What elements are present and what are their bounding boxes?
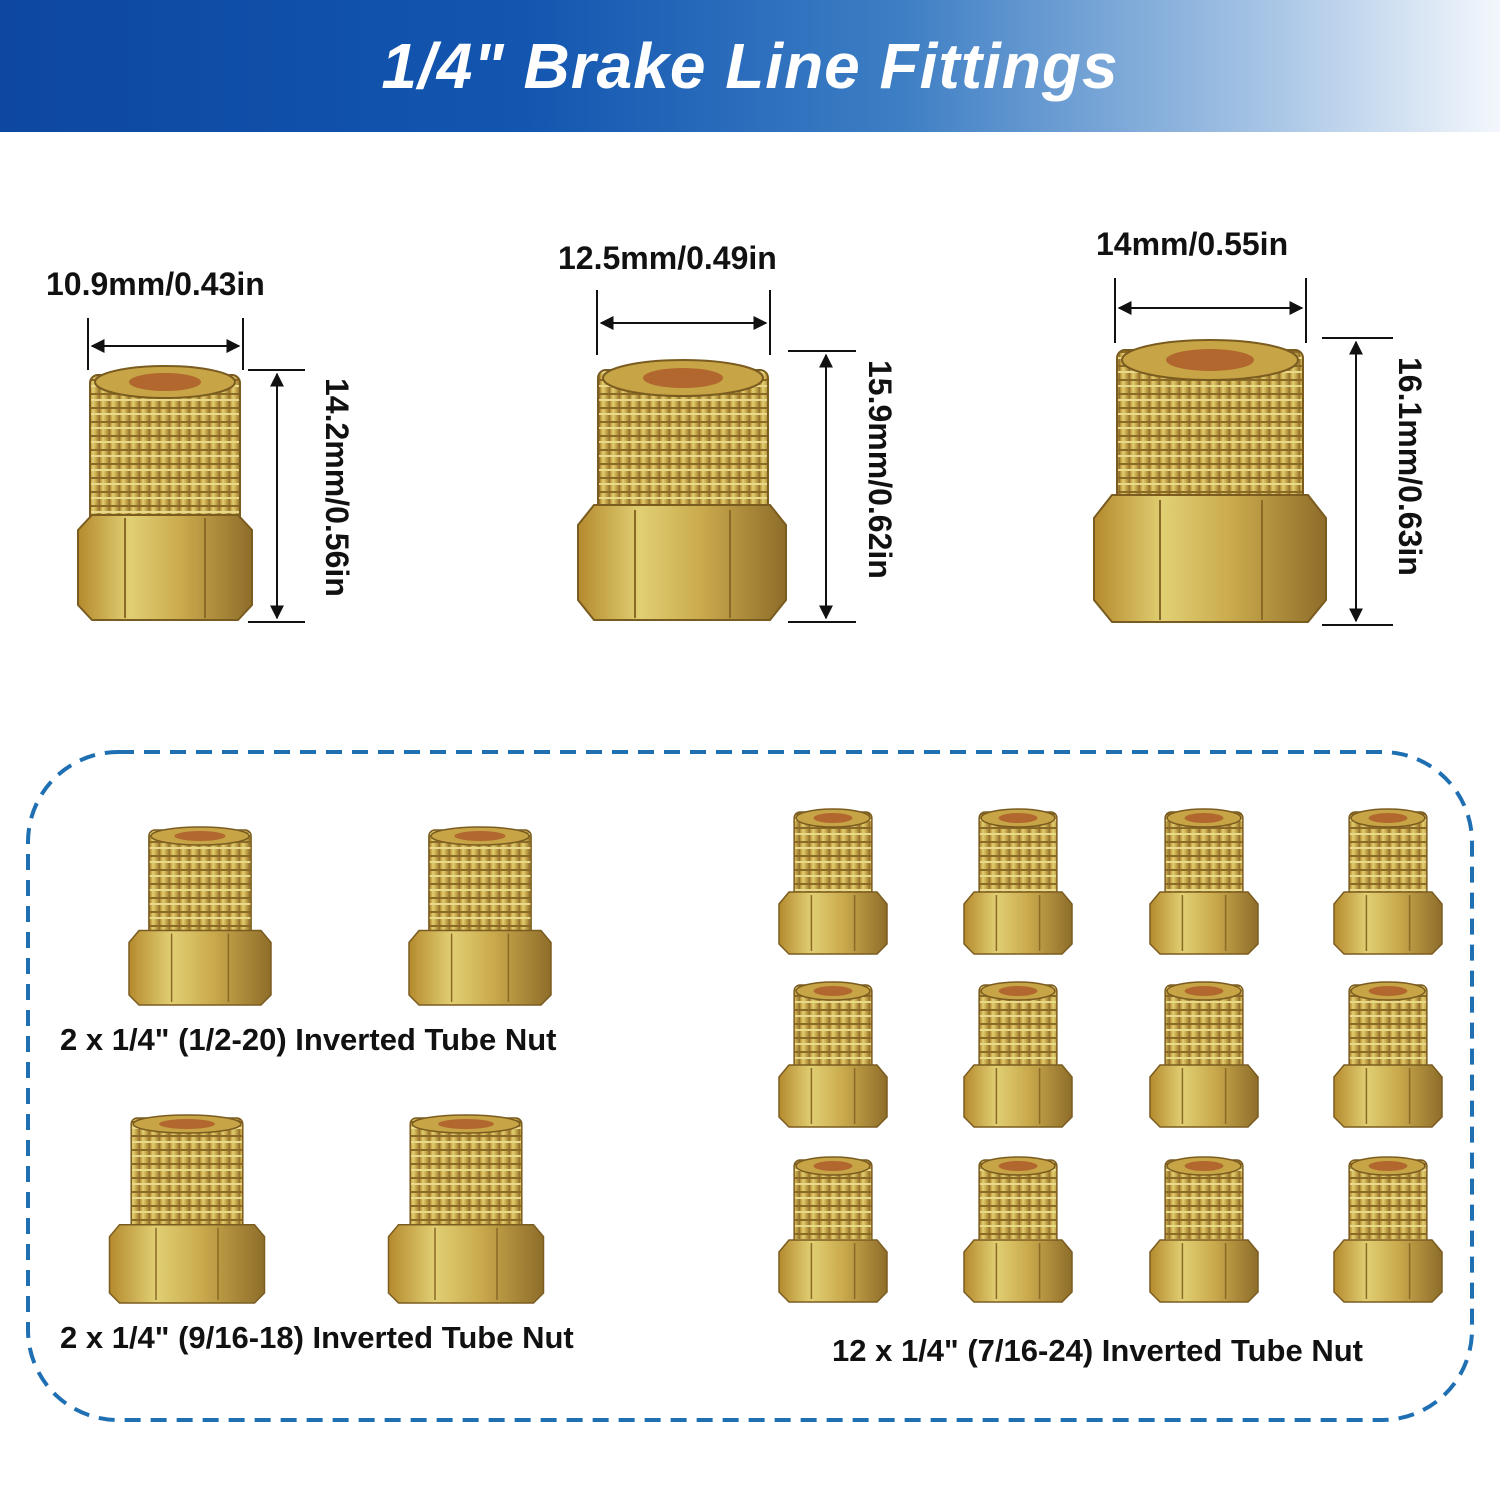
kit-fitting-7-16-24 bbox=[1149, 808, 1259, 955]
fitting-small bbox=[77, 365, 253, 621]
group-label-1-2-20: 2 x 1/4" (1/2-20) Inverted Tube Nut bbox=[60, 1022, 557, 1057]
height-label-large: 16.1mm/0.63in bbox=[1392, 357, 1428, 576]
fitting-medium bbox=[577, 359, 787, 621]
height-label-medium: 15.9mm/0.62in bbox=[862, 360, 898, 579]
page-title: 1/4" Brake Line Fittings bbox=[381, 30, 1119, 102]
kit-fitting-7-16-24 bbox=[1149, 981, 1259, 1128]
kit-fitting-7-16-24 bbox=[963, 808, 1073, 955]
dimension-diagram bbox=[77, 278, 1393, 626]
kit-fitting-7-16-24 bbox=[1149, 1156, 1259, 1303]
fitting-large bbox=[1093, 339, 1327, 623]
width-label-medium: 12.5mm/0.49in bbox=[558, 240, 777, 276]
title-banner: 1/4" Brake Line Fittings bbox=[0, 0, 1500, 132]
group-label-9-16-18: 2 x 1/4" (9/16-18) Inverted Tube Nut bbox=[60, 1320, 574, 1355]
kit-fitting-7-16-24 bbox=[1333, 1156, 1443, 1303]
kit-fitting-7-16-24 bbox=[1333, 981, 1443, 1128]
kit-fitting-1-2-20 bbox=[408, 826, 552, 1006]
kit-fitting-7-16-24 bbox=[963, 981, 1073, 1128]
kit-fitting-7-16-24 bbox=[1333, 808, 1443, 955]
height-label-small: 14.2mm/0.56in bbox=[319, 378, 355, 597]
kit-fitting-7-16-24 bbox=[963, 1156, 1073, 1303]
group-label-7-16-24: 12 x 1/4" (7/16-24) Inverted Tube Nut bbox=[832, 1333, 1363, 1368]
kit-fitting-7-16-24 bbox=[778, 808, 888, 955]
width-label-large: 14mm/0.55in bbox=[1096, 226, 1289, 262]
kit-fitting-7-16-24 bbox=[778, 1156, 888, 1303]
kit-fitting-7-16-24 bbox=[778, 981, 888, 1128]
kit-fitting-9-16-18 bbox=[387, 1114, 545, 1304]
width-label-small: 10.9mm/0.43in bbox=[46, 266, 265, 302]
kit-fitting-1-2-20 bbox=[128, 826, 272, 1006]
kit-fitting-9-16-18 bbox=[108, 1114, 266, 1304]
